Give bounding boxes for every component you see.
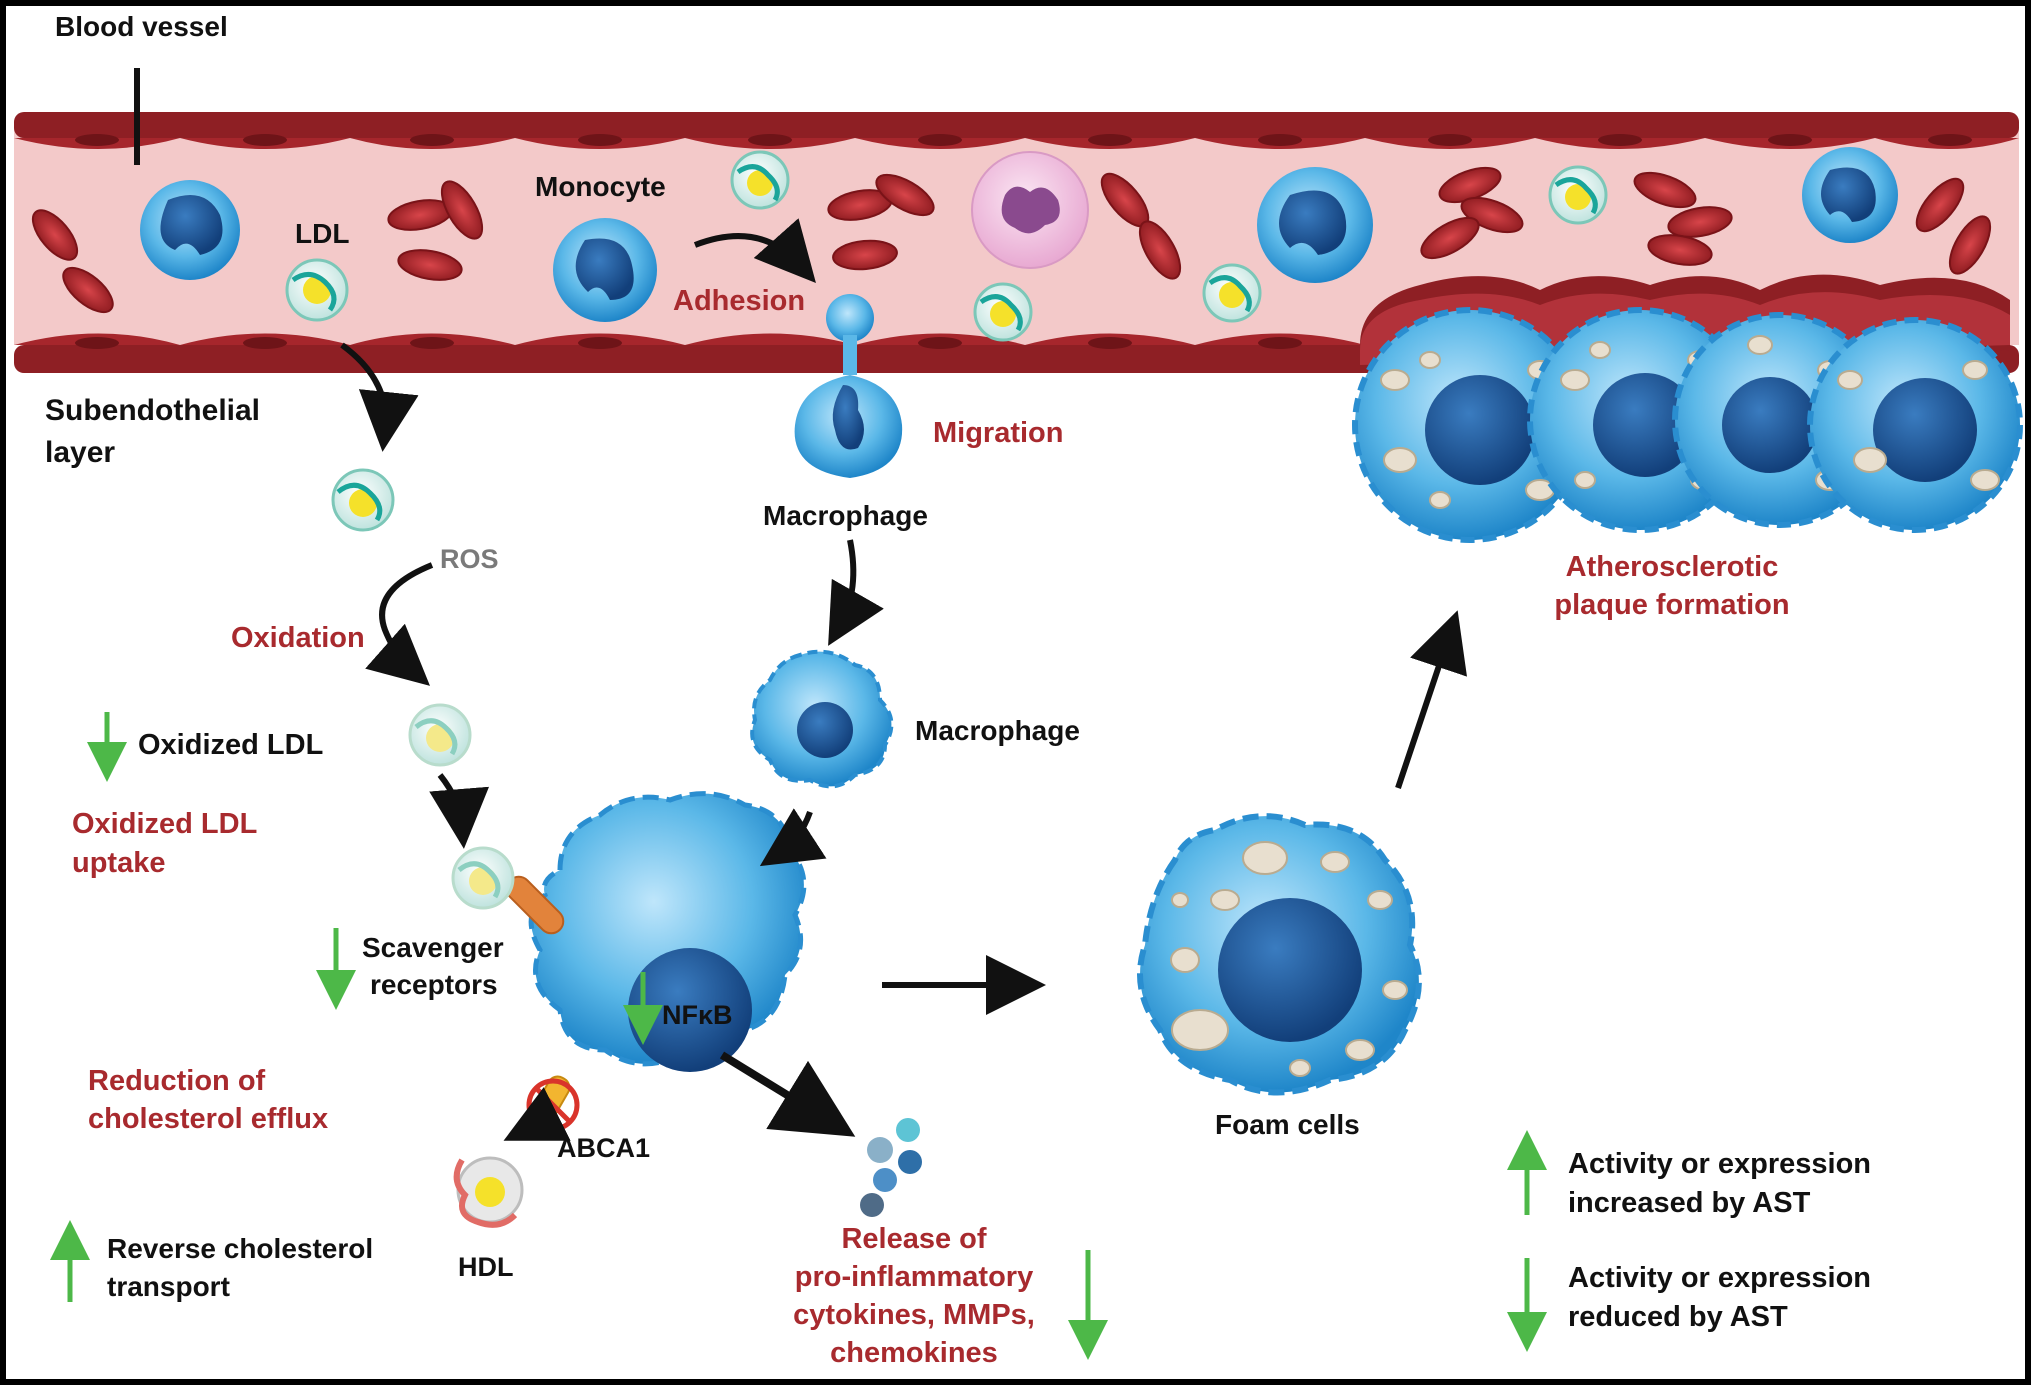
- plaque-label-2: plaque formation: [1554, 589, 1789, 621]
- blood-vessel-label: Blood vessel: [55, 11, 228, 42]
- legend-reduced-2: reduced by AST: [1568, 1301, 1788, 1333]
- process-arrows: [340, 218, 1467, 1141]
- monocyte-label: Monocyte: [535, 171, 666, 202]
- lumen-monocytes: [140, 147, 1898, 322]
- hdl-label: HDL: [458, 1252, 514, 1282]
- adhesion-label: Adhesion: [673, 285, 805, 317]
- ldl-label: LDL: [295, 218, 349, 249]
- labels: Blood vessel LDL Monocyte Adhesion Suben…: [45, 11, 1790, 1369]
- ldl-particle: [973, 282, 1033, 342]
- ldl-particle: [331, 468, 395, 532]
- oxidized-ldl-label: Oxidized LDL: [138, 729, 323, 761]
- abca1-label: ABCA1: [557, 1133, 650, 1163]
- legend: Activity or expression increased by AST …: [1568, 1148, 1871, 1333]
- legend-reduced: Activity or expression: [1568, 1262, 1871, 1294]
- ldl-particles: [285, 150, 1608, 342]
- reduction-label: Reduction of: [88, 1065, 266, 1097]
- oxidized-ldl-particle: [408, 703, 472, 767]
- legend-increased-2: increased by AST: [1568, 1187, 1811, 1219]
- monocyte-cell: [1257, 167, 1373, 283]
- neutrophil-cell: [971, 151, 1089, 269]
- monocyte-cell: [1802, 147, 1898, 243]
- cytokines: [860, 1118, 922, 1217]
- migration-label: Migration: [933, 417, 1064, 449]
- rct-label: Reverse cholesterol: [107, 1233, 373, 1264]
- release-label-2: pro-inflammatory: [795, 1261, 1033, 1293]
- macrophage-middle: [750, 649, 894, 789]
- oxidation-label: Oxidation: [231, 622, 365, 654]
- plaque-region: [1352, 274, 2023, 543]
- legend-increased: Activity or expression: [1568, 1148, 1871, 1180]
- oxidized-ldl-particle: [451, 846, 515, 910]
- rct-label-2: transport: [107, 1271, 230, 1302]
- nfkb-label: NFκB: [662, 1000, 733, 1030]
- vessel-wall-top: [14, 112, 2019, 149]
- scavenger-label-2: receptors: [370, 969, 498, 1000]
- oxldl-uptake-label-2: uptake: [72, 847, 165, 879]
- subendothelial-label: Subendothelial: [45, 394, 260, 427]
- macrophage-label-mid: Macrophage: [915, 715, 1080, 746]
- macrophage-label-top: Macrophage: [763, 500, 928, 531]
- plaque-foam-cell: [1807, 317, 2023, 533]
- red-blood-cells: [31, 166, 1992, 314]
- ldl-particle: [1548, 165, 1608, 225]
- plaque-foam-cell: [1352, 307, 1588, 543]
- monocyte-cell: [140, 180, 240, 280]
- ox-ldl-particles: [331, 468, 515, 910]
- adhering-monocyte: [826, 294, 874, 375]
- ldl-particle: [730, 150, 790, 210]
- ldl-particle: [285, 258, 349, 322]
- ros-label: ROS: [440, 544, 499, 574]
- monocyte-cell: [553, 218, 657, 322]
- oxldl-uptake-label: Oxidized LDL: [72, 808, 257, 840]
- release-label-4: chemokines: [830, 1337, 998, 1369]
- foam-cells-label: Foam cells: [1215, 1109, 1360, 1140]
- release-label-3: cytokines, MMPs,: [793, 1299, 1035, 1331]
- green-arrows: [50, 712, 1547, 1360]
- foam-cell: [1137, 813, 1422, 1096]
- ldl-particle: [1202, 263, 1262, 323]
- reduction-label-2: cholesterol efflux: [88, 1103, 328, 1135]
- migrating-monocyte: [794, 375, 903, 478]
- subendothelial-label-2: layer: [45, 436, 115, 469]
- plaque-label: Atherosclerotic: [1566, 551, 1779, 583]
- hdl-particle: [453, 1156, 524, 1228]
- release-label: Release of: [841, 1223, 986, 1255]
- scavenger-label: Scavenger: [362, 932, 504, 963]
